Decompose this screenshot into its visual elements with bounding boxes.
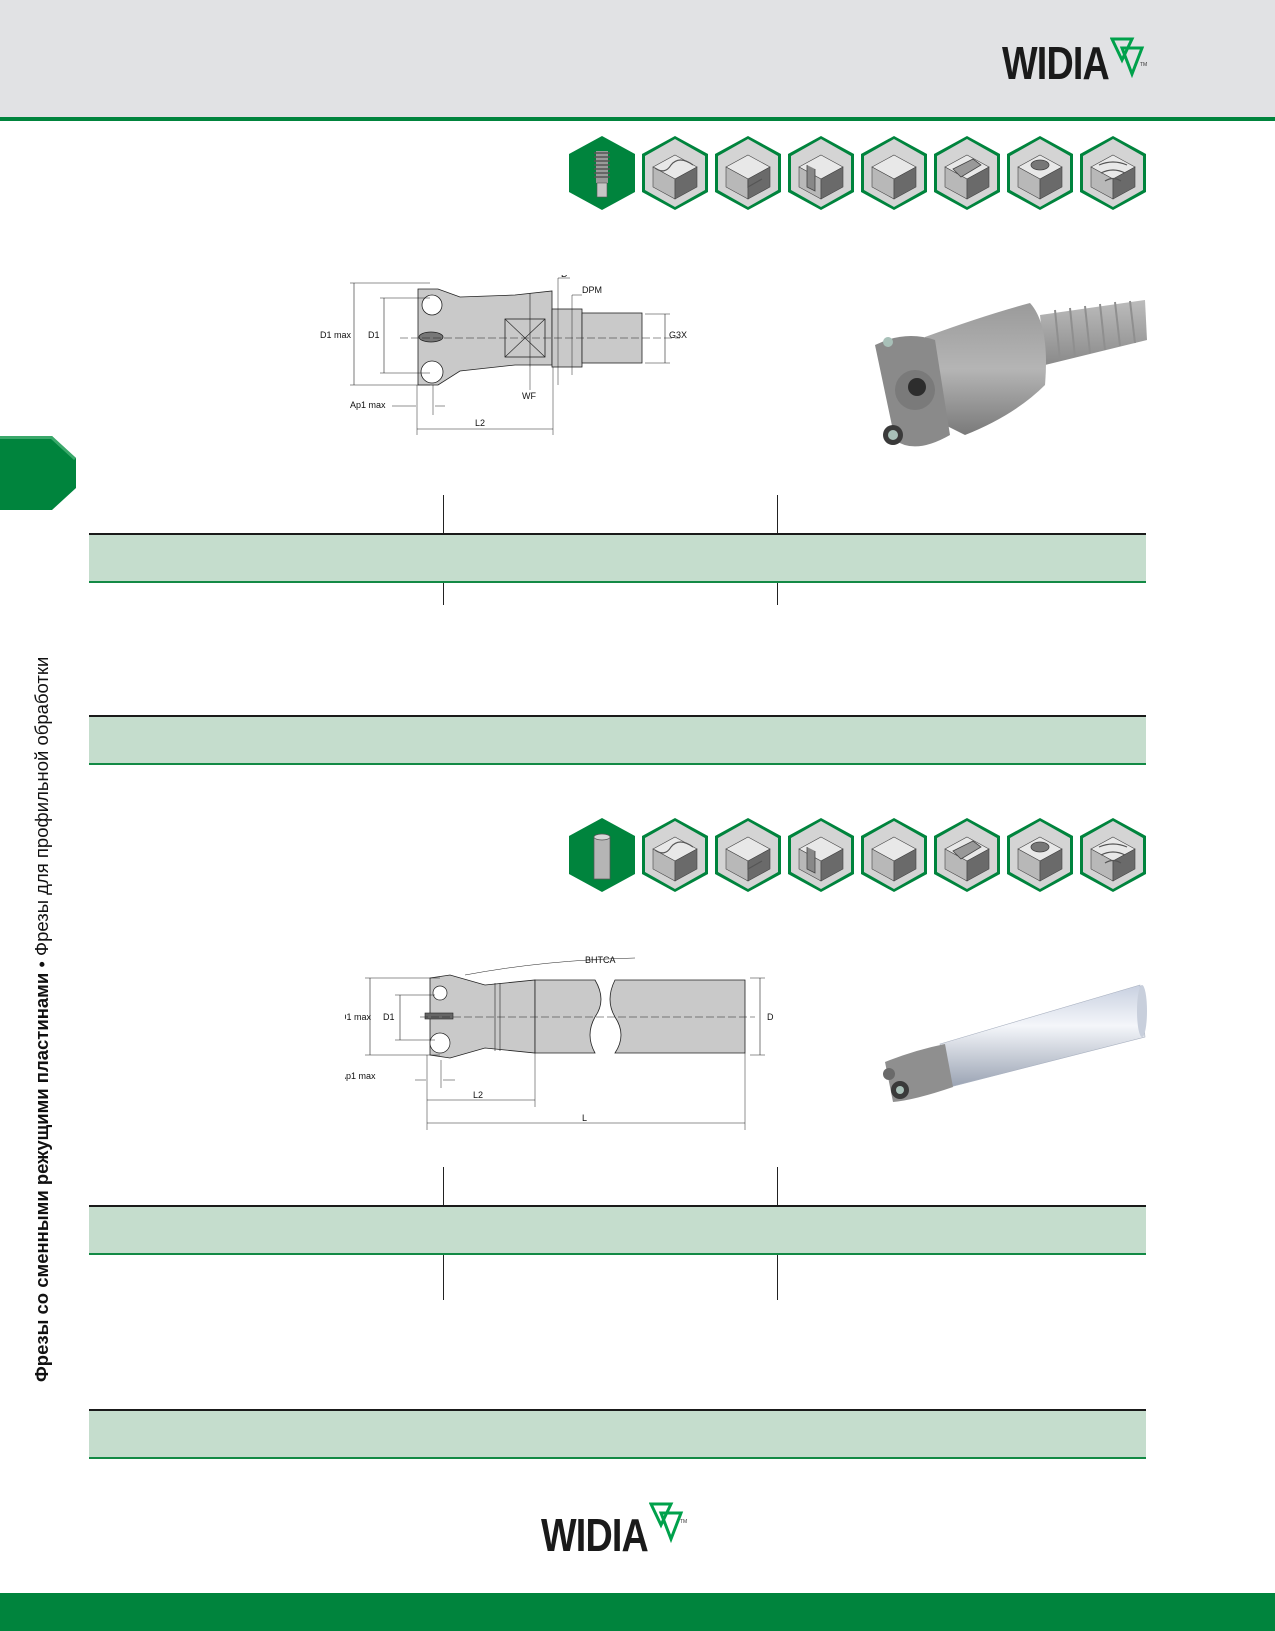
helical-interpolation-icon — [1079, 135, 1147, 211]
slotting-icon — [787, 817, 855, 893]
footer-widia-triangle-icon — [649, 1502, 684, 1543]
dim-label-d1max: D1 max — [320, 330, 352, 340]
slotting-icon — [787, 135, 855, 211]
application-icons-section-1 — [568, 135, 1147, 211]
cylindrical-shank-icon — [568, 817, 636, 893]
dim-label-d1max: D1 max — [345, 1012, 372, 1022]
pocketing-icon — [933, 817, 1001, 893]
helical-interpolation-icon — [1079, 817, 1147, 893]
screw-shank-adapter-icon — [568, 135, 636, 211]
dim-label-d1: D1 — [368, 330, 380, 340]
shoulder-milling-icon — [714, 817, 782, 893]
dim-label-l: L — [582, 1113, 587, 1123]
title-regular-part: Фрезы для профильной обработки — [31, 656, 52, 956]
dim-label-dpm: DPM — [582, 285, 602, 295]
table-1-header-row — [89, 533, 1146, 583]
table-3-header-row — [89, 1205, 1146, 1255]
dim-label-d: D — [767, 1012, 774, 1022]
face-milling-icon — [860, 817, 928, 893]
3d-profile-icon — [641, 135, 709, 211]
title-bold-part: Фрезы со сменными режущими пластинами — [31, 972, 52, 1382]
dim-label-l2: L2 — [473, 1090, 483, 1100]
table-4-header-row — [89, 1409, 1146, 1459]
vertical-page-title: Фрезы со сменными режущими пластинами • … — [22, 502, 62, 1382]
ramping-plunge-icon — [1006, 817, 1074, 893]
footer-bar — [0, 1593, 1275, 1631]
face-milling-icon — [860, 135, 928, 211]
widia-logo-header: WIDIA — [1002, 40, 1132, 86]
screw-in-copy-mill-cutter-image — [875, 300, 1147, 447]
page-header — [0, 0, 1275, 117]
dim-label-bhtca: BHTCA — [585, 955, 616, 965]
ramping-plunge-icon — [1006, 135, 1074, 211]
dim-label-ap1max: Ap1 max — [345, 1071, 376, 1081]
dim-label-g3x: G3X — [669, 330, 687, 340]
section-tab — [0, 436, 76, 510]
widia-logo-footer: WIDIA — [541, 1512, 671, 1558]
widia-triangle-icon — [1110, 37, 1145, 78]
dim-label-ap1max: Ap1 max — [350, 400, 386, 410]
3d-profile-icon — [641, 817, 709, 893]
brand-wordmark: WIDIA — [1002, 37, 1110, 89]
dim-label-d1: D1 — [383, 1012, 395, 1022]
technical-drawing-2: BHTCA D D1 max D1 Ap1 max L2 L — [340, 955, 775, 1137]
shoulder-milling-icon — [714, 135, 782, 211]
footer-brand-wordmark: WIDIA — [541, 1509, 649, 1561]
technical-drawing-1: D DPM G3X D1 max D1 WF Ap1 max L2 — [320, 269, 720, 457]
trademark: TM — [1140, 62, 1148, 68]
dim-label-d: D — [561, 275, 568, 279]
application-icons-section-2 — [568, 817, 1147, 893]
footer-trademark: TM — [680, 1519, 688, 1525]
dim-label-wf: WF — [522, 391, 536, 401]
table-2-header-row — [89, 715, 1146, 765]
pocketing-icon — [933, 135, 1001, 211]
dim-label-l2: L2 — [475, 418, 485, 428]
cylindrical-shank-copy-mill-image — [883, 984, 1147, 1102]
header-rule — [0, 117, 1275, 121]
title-separator: • — [31, 961, 52, 968]
